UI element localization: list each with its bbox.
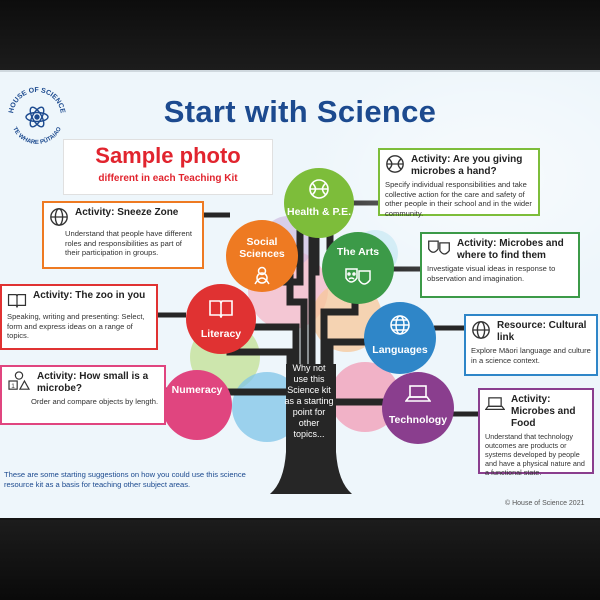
activity-sneeze-zone-body: Understand that people have different ro…	[65, 229, 192, 257]
topic-languages: Languages	[364, 302, 436, 374]
globe-icon	[472, 321, 490, 339]
activity-sneeze-zone: Activity: Sneeze Zone Understand that pe…	[42, 201, 204, 269]
activity-giving-body: Specify individual responsibilities and …	[385, 180, 532, 218]
activity-how-small: 1 Activity: How small is a microbe? Orde…	[0, 365, 166, 425]
topic-social: Social Sciences	[226, 220, 298, 292]
masks-icon	[345, 268, 371, 285]
globe-icon	[50, 208, 68, 226]
resource-cultural-link: Resource: Cultural link Explore Māori la…	[464, 314, 598, 376]
background-top	[0, 0, 600, 80]
topic-technology-label: Technology	[388, 414, 448, 426]
activity-how-small-title: Activity: How small is a microbe?	[37, 371, 149, 394]
activity-where-to-find: Activity: Microbes and where to find the…	[420, 232, 580, 298]
activity-food-title: Activity: Microbes and Food	[511, 394, 576, 429]
house-of-science-logo: HOUSE OF SCIENCE TE WHARE PŪTAIAO	[8, 87, 66, 146]
activity-microbes-food: Activity: Microbes and Food Understand t…	[478, 388, 594, 477]
topic-arts: The Arts	[322, 232, 394, 304]
topic-literacy-label: Literacy	[200, 328, 242, 340]
activity-giving-microbes: Activity: Are you giving microbes a hand…	[378, 148, 540, 218]
poster: HOUSE OF SCIENCE TE WHARE PŪTAIAO Start …	[0, 70, 600, 518]
footer-note: These are some starting suggestions on h…	[4, 470, 246, 489]
topic-social-label: Social Sciences	[239, 236, 285, 260]
activity-zoo-title: Activity: The zoo in you	[33, 290, 146, 301]
activity-where-body: Investigate visual ideas in response to …	[427, 264, 556, 283]
book-icon	[7, 294, 27, 309]
svg-text:1: 1	[11, 383, 15, 390]
topic-languages-label: Languages	[372, 344, 428, 356]
topic-numeracy: Numeracy	[162, 370, 232, 440]
copyright: © House of Science 2021	[505, 500, 585, 507]
resource-cultural-title: Resource: Cultural link	[497, 320, 587, 343]
poster-title: Start with Science	[163, 94, 437, 129]
activity-giving-title: Activity: Are you giving microbes a hand…	[411, 154, 523, 177]
topic-numeracy-label: Numeracy	[171, 384, 223, 396]
numbers-icon: 1	[8, 371, 31, 390]
topic-arts-label: The Arts	[336, 246, 380, 258]
activity-food-body: Understand that technology outcomes are …	[485, 432, 585, 477]
activity-sneeze-zone-title: Activity: Sneeze Zone	[75, 207, 179, 218]
atom-icon	[25, 106, 49, 128]
activity-zoo-in-you: Activity: The zoo in you Speaking, writi…	[0, 284, 158, 350]
ball-icon	[386, 155, 404, 173]
resource-cultural-body: Explore Māori language and culture in a …	[471, 346, 591, 365]
globe-icon	[390, 315, 410, 335]
activity-zoo-body: Speaking, writing and presenting: Select…	[7, 312, 145, 340]
topic-health: Health & P.E.	[284, 168, 354, 238]
laptop-icon	[405, 385, 431, 402]
book-icon	[209, 300, 233, 318]
laptop-icon	[485, 397, 505, 410]
sample-photo-box: Sample photo different in each Teaching …	[63, 139, 273, 195]
activity-how-small-body: Order and compare objects by length.	[31, 397, 159, 406]
background-bottom	[0, 520, 600, 600]
ball-icon	[309, 179, 329, 199]
sample-photo-title: Sample photo	[95, 143, 241, 168]
masks-icon	[428, 240, 450, 255]
svg-text:TE WHARE PŪTAIAO: TE WHARE PŪTAIAO	[11, 126, 63, 146]
topic-health-label: Health & P.E.	[287, 206, 351, 218]
people-icon	[254, 266, 270, 285]
trunk-text: Why not use this Science kit as a starti…	[284, 363, 334, 439]
activity-where-title: Activity: Microbes and where to find the…	[457, 238, 564, 261]
topic-literacy: Literacy	[186, 284, 256, 354]
sample-photo-subtitle: different in each Teaching Kit	[98, 173, 238, 184]
topic-technology: Technology	[382, 372, 454, 444]
